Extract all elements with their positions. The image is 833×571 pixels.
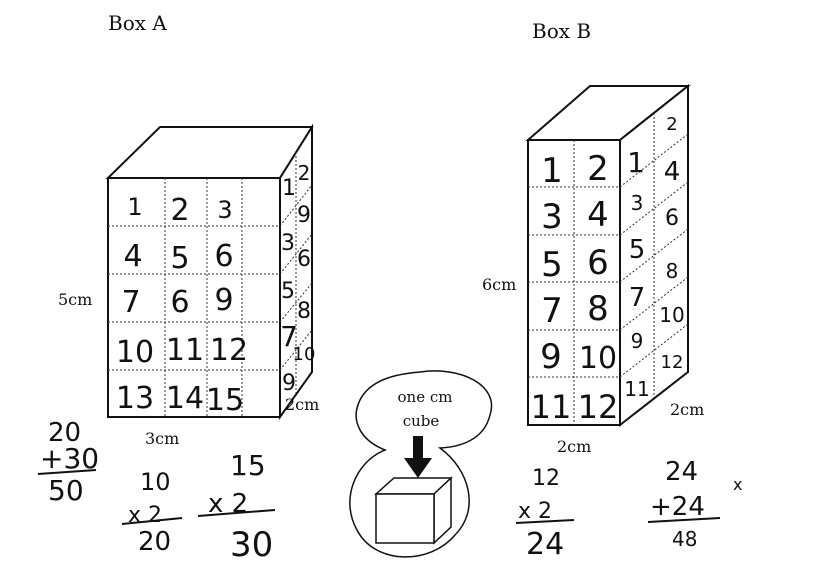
box-b-height-label: 6cm xyxy=(482,275,516,294)
work-sum-b-mid: +24 xyxy=(650,492,705,522)
work-sum-b-bottom: 48 xyxy=(672,527,697,551)
box-a-front-number: 5 xyxy=(170,241,189,276)
box-b-side-number: 1 xyxy=(627,146,645,179)
cube-callout: one cm cube xyxy=(349,370,493,558)
box-a-title: Box A xyxy=(108,11,167,35)
box-b-front-number: 4 xyxy=(587,195,609,235)
callout-line-2: cube xyxy=(403,412,440,430)
box-a-front-number: 9 xyxy=(214,283,233,318)
box-a-width-label: 3cm xyxy=(145,429,179,448)
box-b-side-number: 5 xyxy=(629,235,646,265)
box-a-side-number: 2 xyxy=(298,161,311,185)
box-a-front-number: 14 xyxy=(166,381,204,416)
work-sum-b: 24 x +24 48 xyxy=(647,457,742,551)
box-a-front-number: 13 xyxy=(116,381,154,416)
cube-icon xyxy=(374,476,453,545)
work-mult-b-bottom: 24 xyxy=(526,527,564,562)
box-a-front-number: 1 xyxy=(127,193,142,221)
box-b-side-number: 6 xyxy=(665,206,679,231)
box-a-front-number: 4 xyxy=(123,239,142,274)
box-b-side-number: 8 xyxy=(666,259,679,283)
box-a-front-number: 11 xyxy=(166,333,204,368)
box-b-side-number: 11 xyxy=(624,377,649,401)
box-b: 1 2 3 4 5 6 7 8 9 10 11 12 2 1 4 3 6 5 8… xyxy=(525,83,691,428)
box-b-front-number: 11 xyxy=(531,388,572,426)
box-a: 1 2 3 4 5 6 7 6 9 10 11 12 13 14 15 1 2 … xyxy=(105,123,316,421)
down-arrow-icon xyxy=(404,436,432,478)
box-b-front-number: 2 xyxy=(587,149,609,189)
work-mult-a1: 10 x 2 20 xyxy=(121,468,183,557)
work-sum-b-top: 24 xyxy=(665,457,698,487)
box-a-front-face xyxy=(107,177,281,418)
box-b-front-number: 1 xyxy=(541,151,563,191)
box-b-width-label: 2cm xyxy=(557,437,591,456)
box-a-top-face xyxy=(105,126,314,179)
box-a-side-number: 8 xyxy=(297,299,311,324)
work-mult-a1-bottom: 20 xyxy=(138,527,171,557)
box-a-side-number: 9 xyxy=(297,203,311,228)
box-a-front-number: 7 xyxy=(121,285,140,320)
box-b-front-number: 10 xyxy=(579,341,617,376)
box-b-front-number: 3 xyxy=(541,197,563,237)
box-b-side-number: 4 xyxy=(664,157,681,187)
box-a-side-number: 1 xyxy=(282,176,296,201)
box-b-title: Box B xyxy=(532,19,591,43)
box-b-front-number: 6 xyxy=(587,243,609,283)
box-a-side-number: 6 xyxy=(297,247,311,272)
box-b-depth-label: 2cm xyxy=(670,400,704,419)
work-mult-b-top: 12 xyxy=(532,466,560,491)
box-a-front-number: 6 xyxy=(170,285,189,320)
box-b-front-number: 5 xyxy=(541,245,563,285)
box-a-front-number: 3 xyxy=(217,196,232,224)
box-a-side-number: 10 xyxy=(293,344,316,365)
work-sum-a: 20 +30 50 xyxy=(37,418,99,507)
box-b-side-number: 9 xyxy=(631,329,644,353)
box-a-front-number: 15 xyxy=(206,383,244,418)
callout-line-1: one cm xyxy=(398,388,453,406)
work-sum-b-mark: x xyxy=(733,475,742,494)
box-a-side-number: 5 xyxy=(281,279,295,304)
box-b-front-number: 8 xyxy=(587,289,609,329)
box-a-side-number: 3 xyxy=(281,231,295,256)
box-a-side-number: 9 xyxy=(282,371,296,396)
box-b-side-number: 12 xyxy=(661,352,684,373)
box-a-front-number: 6 xyxy=(214,239,233,274)
work-mult-a2: 15 x 2 30 xyxy=(197,449,276,565)
box-a-depth-label: 2cm xyxy=(285,395,319,414)
box-b-side-number: 7 xyxy=(629,283,646,313)
box-b-front-number: 9 xyxy=(540,337,562,377)
box-a-front-number: 12 xyxy=(210,333,248,368)
box-a-front-number: 2 xyxy=(170,193,189,228)
box-b-front-number: 7 xyxy=(541,291,563,331)
work-mult-b: 12 x 2 24 xyxy=(515,466,575,562)
box-a-side-number: 7 xyxy=(280,320,298,353)
work-sum-a-top: 20 xyxy=(48,418,81,448)
work-mult-b-mid: x 2 xyxy=(518,499,552,524)
work-mult-a1-mid: x 2 xyxy=(128,503,162,528)
work-mult-a1-top: 10 xyxy=(140,468,171,496)
work-sum-a-bottom: 50 xyxy=(48,474,84,507)
box-b-front-number: 12 xyxy=(578,388,619,426)
box-b-side-number: 2 xyxy=(666,114,677,135)
work-mult-a2-bottom: 30 xyxy=(230,525,273,565)
box-b-side-number: 10 xyxy=(659,303,684,327)
box-a-height-label: 5cm xyxy=(58,290,92,309)
box-a-front-number: 10 xyxy=(116,335,154,370)
work-mult-a2-top: 15 xyxy=(230,449,266,482)
box-b-side-number: 3 xyxy=(631,191,644,215)
